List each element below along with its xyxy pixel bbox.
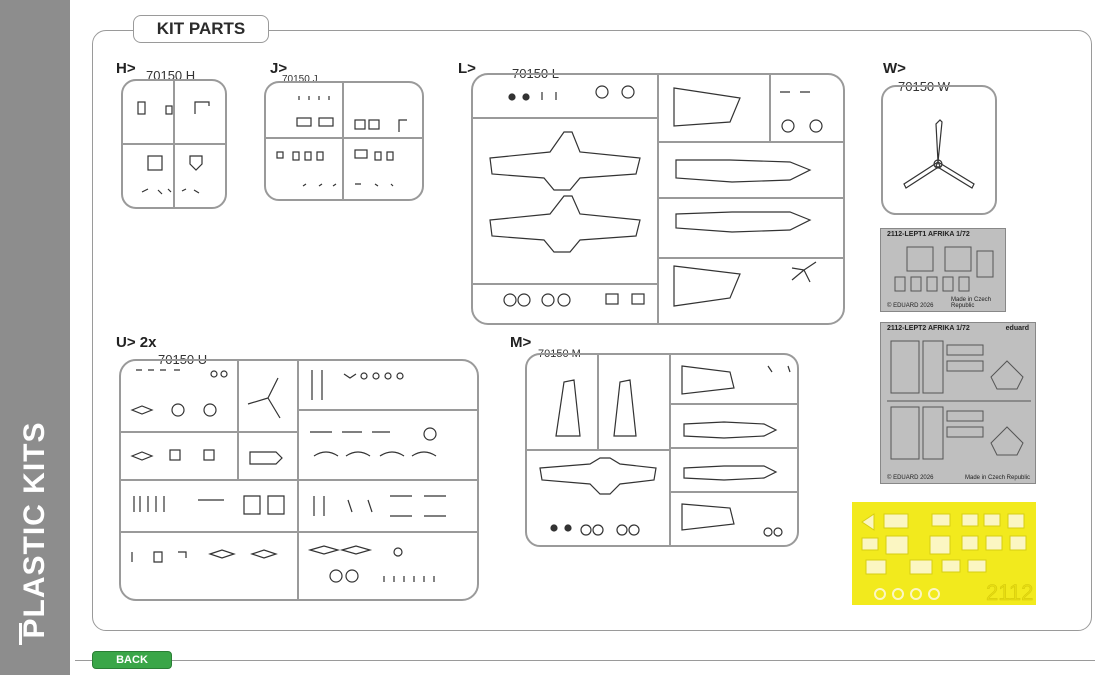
sidebar-accent-bar xyxy=(19,623,22,645)
page-title: KIT PARTS xyxy=(133,15,269,43)
sidebar-title: PLASTIC KITS xyxy=(0,0,70,675)
sprue-j-code: 70150 J xyxy=(282,74,318,85)
photo-etch-sheet-2: 2112-LEPT2 AFRIKA 1/72 eduard © EDUARD 2… xyxy=(880,322,1036,484)
sprue-w-image xyxy=(881,85,997,215)
photo-etch-1-header: 2112-LEPT1 AFRIKA 1/72 xyxy=(887,231,970,238)
mask-code: 2112 xyxy=(986,580,1033,605)
photo-etch-2-header: 2112-LEPT2 AFRIKA 1/72 xyxy=(887,325,970,332)
sprue-j-label: J> xyxy=(270,60,288,77)
sprue-l-label: L> xyxy=(458,60,476,77)
sprue-m-label: M> xyxy=(510,334,532,351)
photo-etch-2-logo: eduard xyxy=(1005,325,1029,332)
sprue-j-image xyxy=(264,81,424,201)
sprue-m-image xyxy=(525,353,799,547)
sidebar-title-text: PLASTIC KITS xyxy=(18,421,51,639)
photo-etch-2-parts xyxy=(887,340,1031,460)
sprue-u-image xyxy=(119,359,479,601)
photo-etch-1-made-in: Made in Czech Republic xyxy=(951,297,992,309)
sidebar: PLASTIC KITS xyxy=(0,0,70,675)
photo-etch-sheet-1: 2112-LEPT1 AFRIKA 1/72 © EDUARD 2026 Mad… xyxy=(880,228,1006,312)
back-button[interactable]: BACK xyxy=(92,651,172,669)
photo-etch-2-made-in: Made in Czech Republic xyxy=(965,475,1031,481)
mask-shapes: 2112 xyxy=(861,513,1034,605)
sprue-w-label: W> xyxy=(883,60,906,77)
footer-divider xyxy=(75,660,1095,661)
sprue-u-label: U> 2x xyxy=(116,334,157,351)
photo-etch-1-parts xyxy=(894,246,994,292)
sprue-l-image xyxy=(471,73,845,325)
sprue-h-image xyxy=(121,79,227,209)
mask-sheet: 2112 xyxy=(852,502,1036,605)
sprue-h-label: H> xyxy=(116,60,136,77)
photo-etch-1-footer: © EDUARD 2026 xyxy=(887,303,934,309)
photo-etch-2-footer: © EDUARD 2026 xyxy=(887,475,934,481)
